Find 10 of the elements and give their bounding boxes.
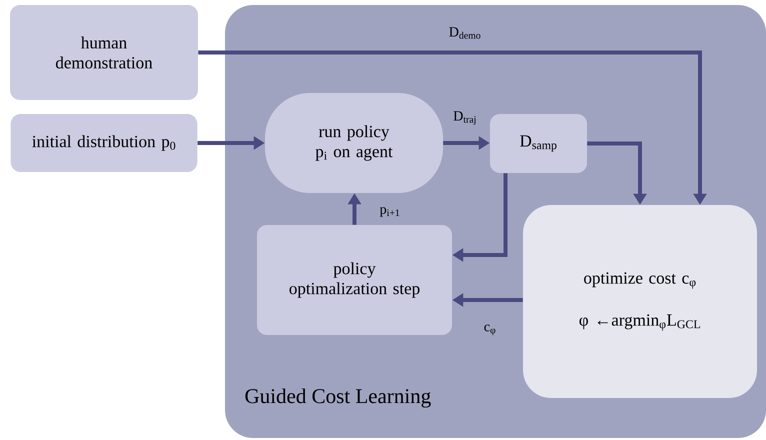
- data-box: D$_{samp}$: [490, 114, 587, 173]
- edge-label: c$_{φ}$: [482, 324, 498, 336]
- process-box: initial distribution p$_{0}$: [10, 114, 198, 172]
- process-box: policy optimalization step: [257, 225, 452, 335]
- edge-label: p$_{i+1}$: [378, 206, 402, 218]
- edge-label: D$_{demo}$: [448, 26, 482, 40]
- edge-label: D$_{traj}$: [452, 110, 478, 126]
- process-box: optimize cost c$_{φ}$ φ ←argmin$_{φ}$L$_{GCL}$: [523, 205, 757, 398]
- panel-title: Guided Cost Learning: [245, 388, 431, 408]
- process-box: human demonstration: [10, 5, 198, 100]
